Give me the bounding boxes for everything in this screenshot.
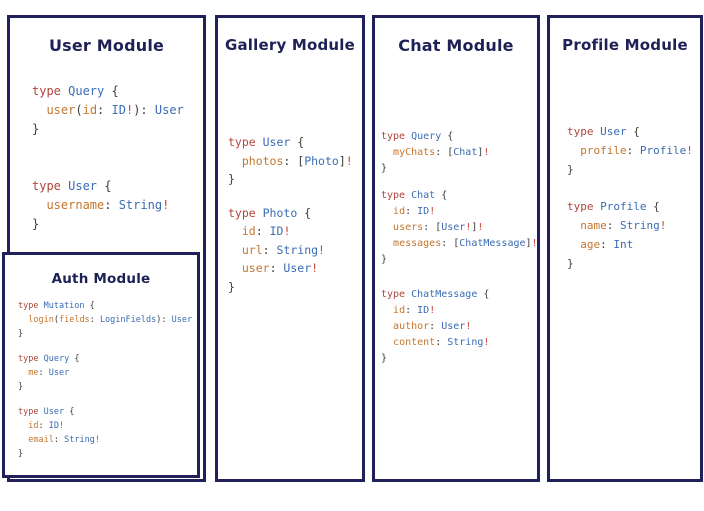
code-line: name: String! — [580, 219, 667, 232]
profile-module-title: Profile Module — [562, 36, 688, 54]
code-line: me: User — [28, 368, 70, 378]
code-block: type Profile { name: String! age: Int} — [567, 197, 693, 273]
code-line: type User { — [567, 125, 640, 138]
panel-chat-module: Chat Module type Query { myChats: [Chat]… — [372, 15, 540, 482]
chat-module-title: Chat Module — [398, 36, 514, 55]
code-block: type User { username: String!} — [32, 177, 184, 234]
code-line: type Query { — [32, 84, 119, 98]
code-block: type User { photos: [Photo]!} — [228, 133, 353, 189]
code-line: content: String! — [393, 337, 490, 348]
auth-module-code: type Mutation { login(fields: LoginField… — [18, 299, 192, 461]
code-block: type Chat { id: ID! users: [User!]! mess… — [381, 188, 538, 268]
code-line: login(fields: LoginFields): User — [28, 315, 193, 325]
panel-profile-module: Profile Module type User { profile: Prof… — [547, 15, 703, 482]
code-line: myChats: [Chat]! — [393, 147, 490, 158]
code-line: type Query { — [18, 354, 80, 364]
code-line: age: Int — [580, 238, 634, 251]
code-line: username: String! — [46, 198, 170, 212]
code-line: type Query { — [381, 131, 454, 142]
code-line: messages: [ChatMessage]! — [393, 238, 538, 249]
code-line: type Mutation { — [18, 301, 95, 311]
code-line: author: User! — [393, 321, 472, 332]
code-line: type User { — [18, 407, 75, 417]
code-line: type Chat { — [381, 190, 448, 201]
code-block: type User { id: ID! email: String!} — [18, 405, 192, 461]
code-line: type User { — [32, 179, 112, 193]
code-line: email: String! — [28, 435, 100, 445]
code-line: type ChatMessage { — [381, 289, 490, 300]
code-line: } — [228, 172, 235, 186]
code-block: type Query { user(id: ID!): User} — [32, 82, 184, 139]
code-line: type Photo { — [228, 205, 312, 220]
code-line: } — [32, 122, 40, 136]
code-line: user(id: ID!): User — [46, 103, 184, 117]
code-line: } — [18, 449, 24, 459]
gallery-module-title: Gallery Module — [224, 36, 356, 54]
code-line: } — [567, 163, 574, 176]
code-line: type User { — [228, 135, 305, 149]
code-line: } — [381, 353, 388, 364]
user-module-title: User Module — [48, 36, 165, 55]
profile-module-code: type User { profile: Profile!}type Profi… — [567, 122, 693, 273]
panel-auth-module: Auth Module type Mutation { login(fields… — [2, 252, 200, 478]
auth-module-title: Auth Module — [51, 271, 151, 287]
code-line: type Profile { — [567, 200, 660, 213]
code-line: } — [381, 254, 388, 265]
chat-module-code: type Query { myChats: [Chat]!}type Chat … — [381, 129, 538, 367]
code-block: type Query { myChats: [Chat]!} — [381, 129, 538, 177]
code-line: } — [381, 163, 388, 174]
code-block: type ChatMessage { id: ID! author: User!… — [381, 287, 538, 367]
code-line: } — [567, 257, 574, 270]
panel-gallery-module: Gallery Module type User { photos: [Phot… — [215, 15, 365, 482]
code-line: id: ID! — [393, 206, 436, 217]
code-line: users: [User!]! — [393, 222, 484, 233]
code-line: } — [228, 279, 235, 294]
code-block: type User { profile: Profile!} — [567, 122, 693, 179]
code-line: id: ID! — [393, 305, 436, 316]
code-line: url: String! — [241, 242, 325, 257]
code-block: type Photo { id: ID! url: String! user: … — [228, 204, 353, 297]
code-block: type Query { me: User} — [18, 352, 192, 394]
code-line: } — [18, 329, 24, 339]
code-line: } — [32, 217, 40, 231]
code-line: id: ID! — [241, 224, 291, 238]
gallery-module-code: type User { photos: [Photo]!}type Photo … — [228, 133, 353, 296]
code-block: type Mutation { login(fields: LoginField… — [18, 299, 192, 341]
code-line: profile: Profile! — [580, 144, 693, 157]
code-line: id: ID! — [28, 421, 65, 431]
code-line: user: User! — [241, 261, 319, 275]
code-line: } — [18, 382, 24, 392]
code-line: photos: [Photo]! — [241, 153, 353, 168]
user-module-code: type Query { user(id: ID!): User}type Us… — [32, 82, 184, 234]
